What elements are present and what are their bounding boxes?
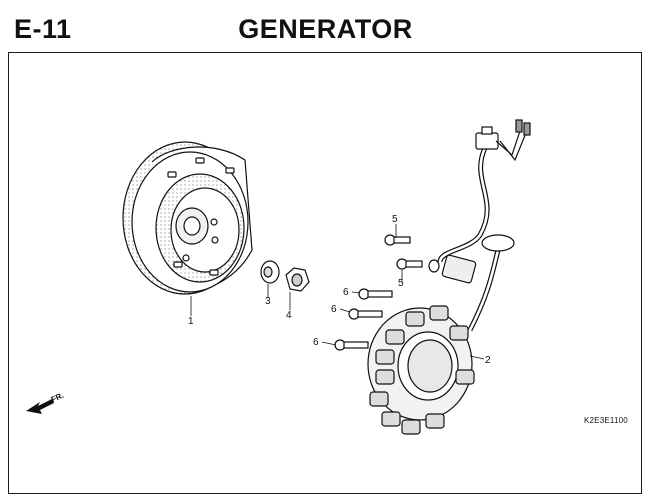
callout-1: 1 (188, 316, 194, 327)
callout-6b: 6 (331, 304, 337, 315)
callout-2: 2 (485, 355, 491, 366)
front-direction-arrow (26, 399, 54, 414)
nut (285, 267, 310, 292)
callout-4: 4 (286, 310, 292, 321)
callout-6a: 6 (343, 287, 349, 298)
callout-6c: 6 (313, 337, 319, 348)
callout-5a: 5 (392, 214, 398, 225)
section-code: E-11 (14, 14, 72, 44)
harness-bolts (384, 234, 423, 270)
callout-3: 3 (265, 296, 271, 307)
diagram-frame (8, 52, 642, 494)
flywheel-rotor (122, 141, 253, 295)
washer (260, 260, 280, 284)
stator-assembly (367, 119, 531, 435)
stator-bolts (334, 288, 393, 351)
reference-code: K2E3E1100 (584, 416, 628, 425)
leader-lines (190, 224, 485, 360)
callout-5b: 5 (398, 278, 404, 289)
page-title: GENERATOR (238, 14, 413, 44)
